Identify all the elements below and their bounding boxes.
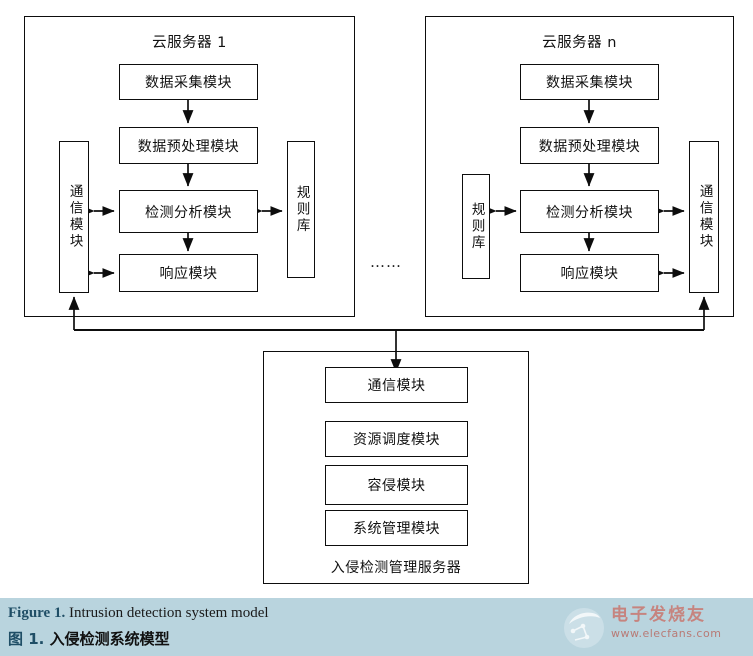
cloud-server-left-panel bbox=[24, 16, 355, 317]
mgmt-resource-scheduling-module[interactable]: 资源调度模块 bbox=[325, 421, 468, 457]
right-detection-analysis-module[interactable]: 检测分析模块 bbox=[520, 190, 659, 233]
left-rule-library[interactable]: 规则库 bbox=[287, 141, 315, 278]
mgmt-system-management-module[interactable]: 系统管理模块 bbox=[325, 510, 468, 546]
cloud-server-right-panel bbox=[425, 16, 734, 317]
left-communication-module[interactable]: 通信模块 bbox=[59, 141, 89, 293]
figure-caption-cn-text: 入侵检测系统模型 bbox=[44, 630, 170, 648]
left-rule-library-label: 规则库 bbox=[293, 184, 310, 235]
elecfans-watermark-text: 电子发烧友 www.elecfans.com bbox=[611, 606, 747, 640]
left-data-preprocessing-module[interactable]: 数据预处理模块 bbox=[119, 127, 258, 164]
left-detection-analysis-module[interactable]: 检测分析模块 bbox=[119, 190, 258, 233]
cloud-server-left-title: 云服务器 1 bbox=[152, 35, 227, 51]
figure-caption-en-prefix: Figure 1. bbox=[8, 605, 66, 621]
elecfans-logo-icon bbox=[564, 608, 604, 648]
management-server-label: 入侵检测管理服务器 bbox=[330, 560, 462, 576]
elecfans-brand-cn: 电子发烧友 bbox=[611, 605, 706, 625]
elecfans-url: www.elecfans.com bbox=[611, 626, 722, 640]
cloud-server-right-title: 云服务器 n bbox=[542, 35, 617, 51]
right-communication-module-label: 通信模块 bbox=[696, 184, 713, 250]
diagram-canvas: 云服务器 1 数据采集模块 数据预处理模块 检测分析模块 响应模块 通信模块 规… bbox=[24, 16, 734, 584]
left-response-module[interactable]: 响应模块 bbox=[119, 254, 258, 292]
server-ellipsis-separator: …… bbox=[370, 253, 402, 271]
left-data-collection-module[interactable]: 数据采集模块 bbox=[119, 64, 258, 100]
right-data-preprocessing-module[interactable]: 数据预处理模块 bbox=[520, 127, 659, 164]
management-server-panel bbox=[263, 351, 529, 584]
left-communication-module-label: 通信模块 bbox=[66, 184, 83, 250]
right-rule-library[interactable]: 规则库 bbox=[462, 174, 490, 279]
right-data-collection-module[interactable]: 数据采集模块 bbox=[520, 64, 659, 100]
figure-caption-band: Figure 1. Intrusion detection system mod… bbox=[0, 598, 753, 656]
mgmt-intrusion-tolerance-module[interactable]: 容侵模块 bbox=[325, 465, 468, 505]
figure-caption-cn: 图 1. 入侵检测系统模型 bbox=[8, 628, 170, 649]
right-response-module[interactable]: 响应模块 bbox=[520, 254, 659, 292]
mgmt-communication-module[interactable]: 通信模块 bbox=[325, 367, 468, 403]
right-communication-module[interactable]: 通信模块 bbox=[689, 141, 719, 293]
right-rule-library-label: 规则库 bbox=[468, 201, 485, 252]
figure-caption-en: Figure 1. Intrusion detection system mod… bbox=[8, 605, 269, 622]
figure-caption-cn-prefix: 图 1. bbox=[8, 630, 45, 648]
figure-caption-en-text: Intrusion detection system model bbox=[65, 605, 269, 621]
diagram-connectors bbox=[68, 99, 710, 373]
elecfans-watermark: 电子发烧友 www.elecfans.com bbox=[561, 602, 747, 654]
